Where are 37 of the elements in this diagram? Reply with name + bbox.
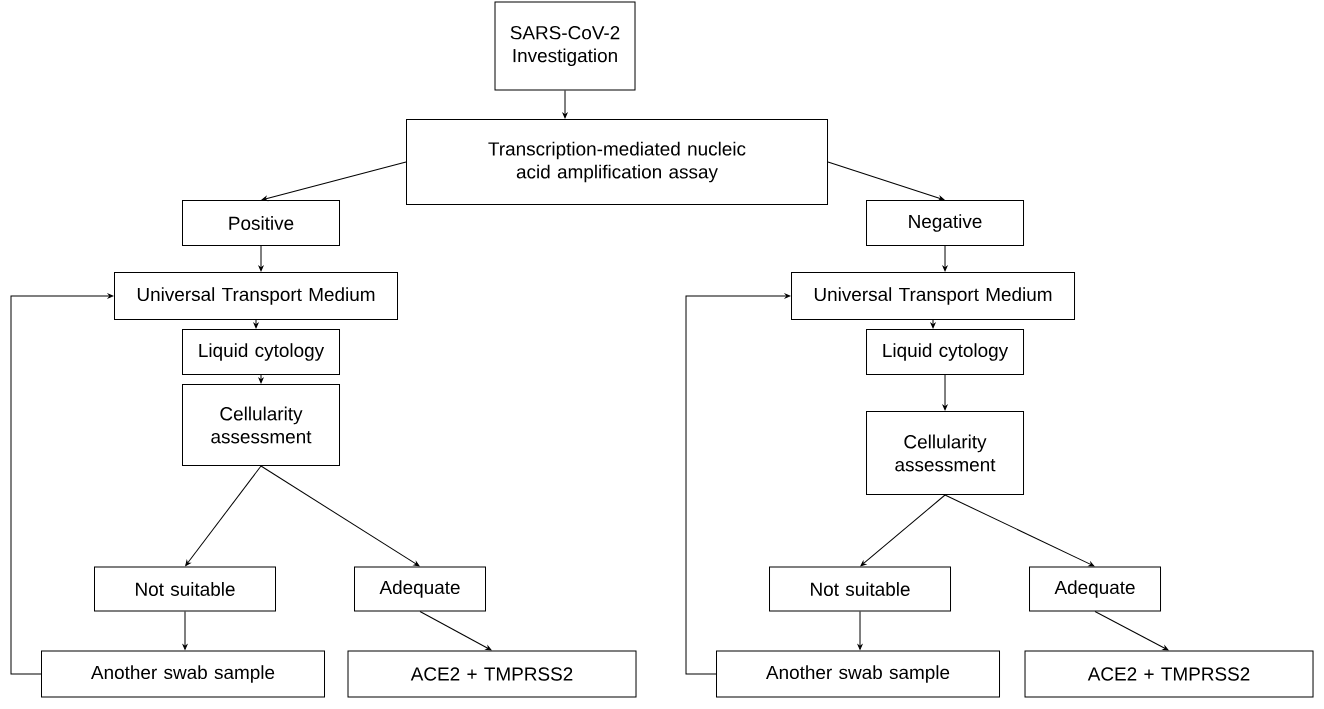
arrow	[685, 293, 791, 675]
arrow	[944, 494, 1095, 567]
process-box: SARS-CoV-2 Investigation	[494, 1, 636, 91]
process-box: Positive	[182, 200, 340, 246]
arrow	[258, 245, 264, 272]
arrow	[185, 465, 262, 566]
arrow	[261, 161, 407, 201]
process-box: Universal Transport Medium	[114, 272, 398, 320]
process-box: Cellularity assessment	[182, 384, 340, 466]
arrow	[827, 161, 945, 201]
process-box: Cellularity assessment	[866, 411, 1024, 495]
arrow	[1094, 611, 1169, 651]
process-box: Negative	[866, 200, 1024, 246]
process-box: ACE2 + TMPRSS2	[1024, 650, 1314, 698]
arrow	[930, 319, 936, 329]
arrow	[10, 293, 114, 675]
arrow	[258, 374, 264, 384]
arrow	[942, 245, 948, 272]
process-box: Not suitable	[94, 566, 276, 612]
process-box: Not suitable	[769, 566, 951, 612]
process-box: ACE2 + TMPRSS2	[347, 650, 637, 698]
arrow	[942, 374, 948, 411]
process-box: Adequate	[354, 566, 486, 612]
process-box: Another swab sample	[716, 650, 1000, 698]
arrow	[419, 611, 492, 651]
arrow	[260, 465, 420, 567]
process-box: Adequate	[1029, 566, 1161, 612]
arrow	[562, 90, 568, 119]
process-box: Universal Transport Medium	[791, 272, 1075, 320]
process-box: Liquid cytology	[182, 329, 340, 375]
arrow	[860, 494, 946, 567]
process-box: Liquid cytology	[866, 329, 1024, 375]
arrow	[182, 611, 188, 650]
arrow	[253, 319, 259, 329]
arrow	[857, 611, 863, 650]
process-box: Transcription-mediated nucleic acid amplification assay	[406, 119, 828, 205]
process-box: Another swab sample	[41, 650, 325, 698]
